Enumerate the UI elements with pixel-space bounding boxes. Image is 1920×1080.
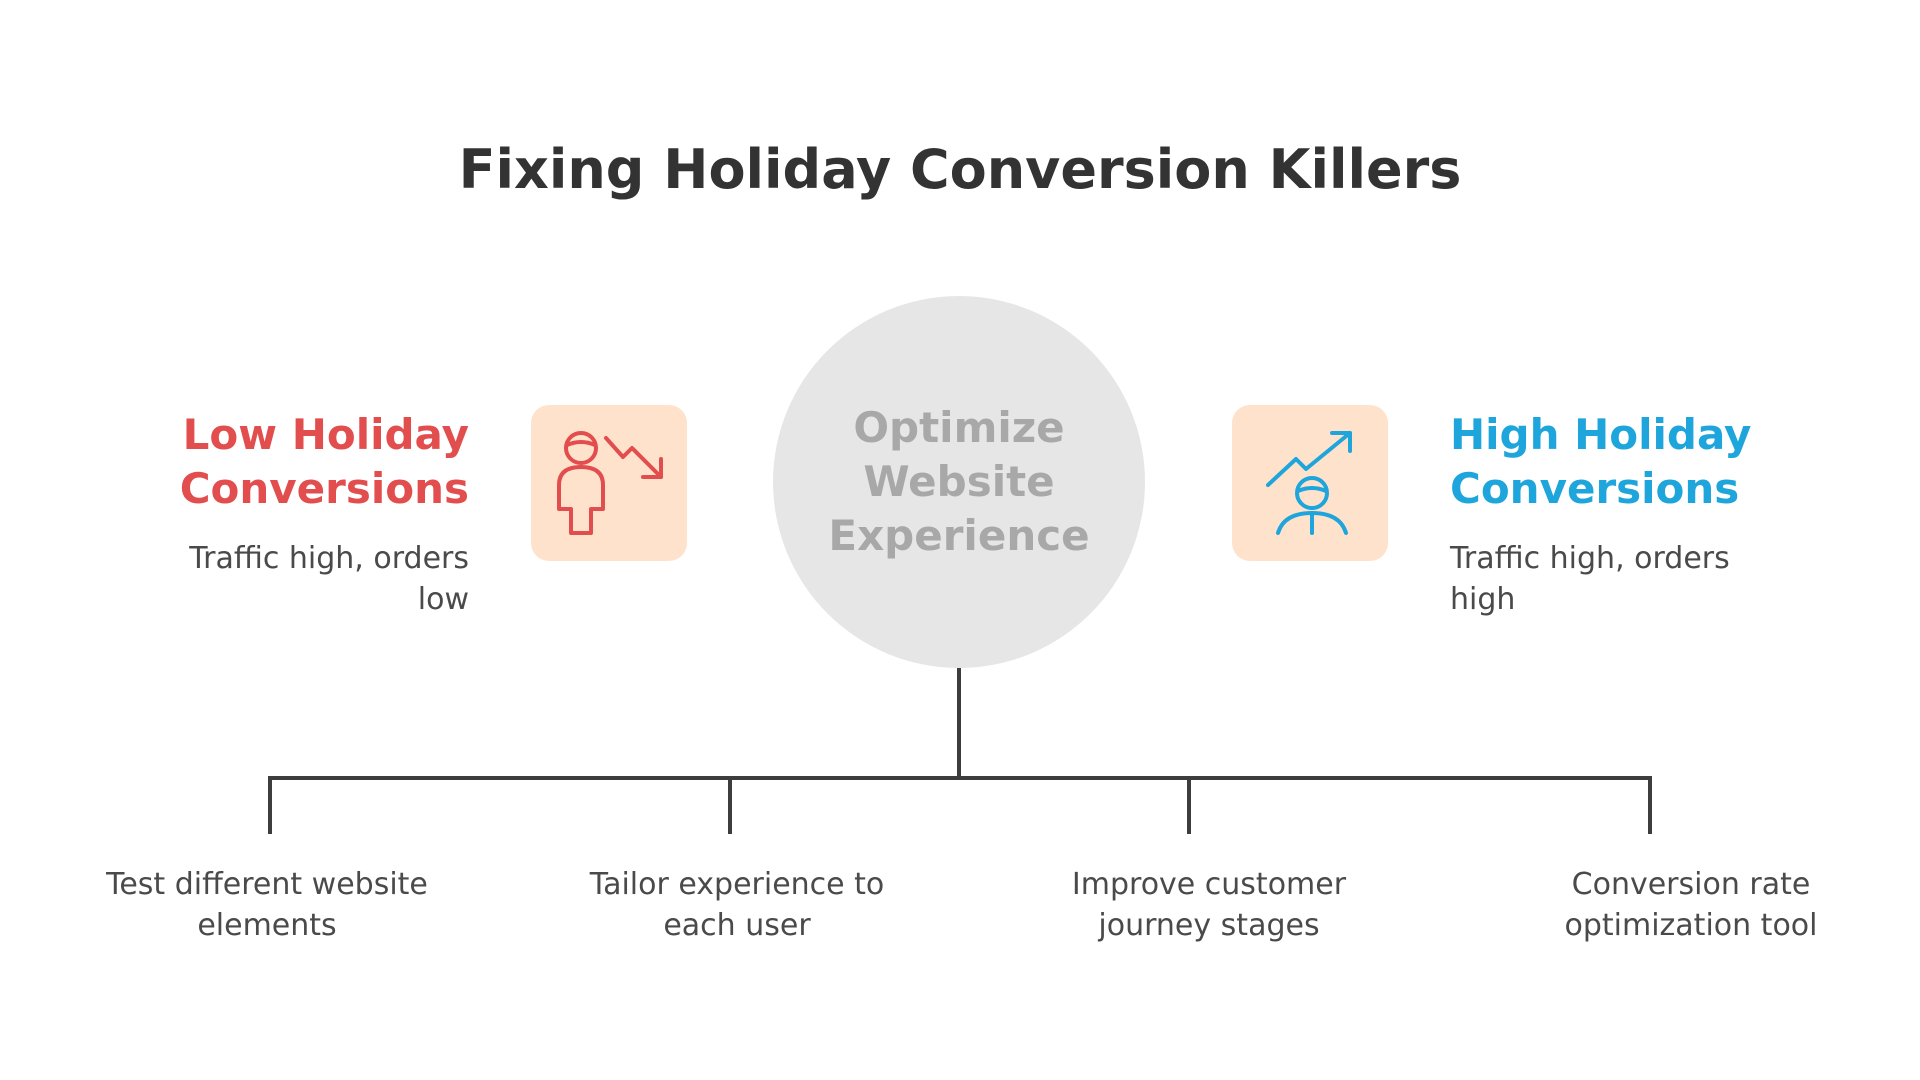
hub-label-line: Optimize — [853, 403, 1065, 452]
heading-line: Conversions — [1450, 464, 1740, 513]
branch-line: journey stages — [1098, 908, 1320, 943]
high-conversions-description: Traffic high, orders high — [1450, 538, 1810, 620]
low-conversions-heading: Low Holiday Conversions — [89, 408, 469, 516]
hub-label: Optimize Website Experience — [828, 401, 1089, 563]
branch-line: Improve customer — [1071, 867, 1347, 902]
branch-line: Conversion rate — [1571, 867, 1811, 902]
branch-cro-tool: Conversion rate optimization tool — [1491, 864, 1891, 946]
person-trend-up-icon — [1232, 405, 1388, 561]
branch-test-elements: Test different website elements — [67, 864, 467, 946]
description-line: high — [1450, 582, 1516, 617]
heading-line: Low Holiday — [182, 410, 469, 459]
branch-line: elements — [197, 908, 337, 943]
heading-line: Conversions — [179, 464, 469, 513]
branch-line: each user — [663, 908, 811, 943]
low-conversions-description: Traffic high, orders low — [109, 538, 469, 620]
high-conversions-heading: High Holiday Conversions — [1450, 408, 1830, 516]
central-hub: Optimize Website Experience — [773, 296, 1145, 668]
diagram-title: Fixing Holiday Conversion Killers — [458, 138, 1462, 201]
heading-line: High Holiday — [1450, 410, 1752, 459]
description-line: Traffic high, orders — [1450, 541, 1730, 576]
branch-line: Test different website — [106, 867, 428, 902]
description-line: low — [417, 582, 469, 617]
branch-improve-journey: Improve customer journey stages — [1009, 864, 1409, 946]
person-trend-down-icon — [531, 405, 687, 561]
hub-label-line: Experience — [828, 511, 1090, 560]
branch-line: Tailor experience to — [589, 867, 885, 902]
branch-tailor-experience: Tailor experience to each user — [537, 864, 937, 946]
branch-line: optimization tool — [1564, 908, 1818, 943]
description-line: Traffic high, orders — [189, 541, 469, 576]
hub-label-line: Website — [863, 457, 1055, 506]
